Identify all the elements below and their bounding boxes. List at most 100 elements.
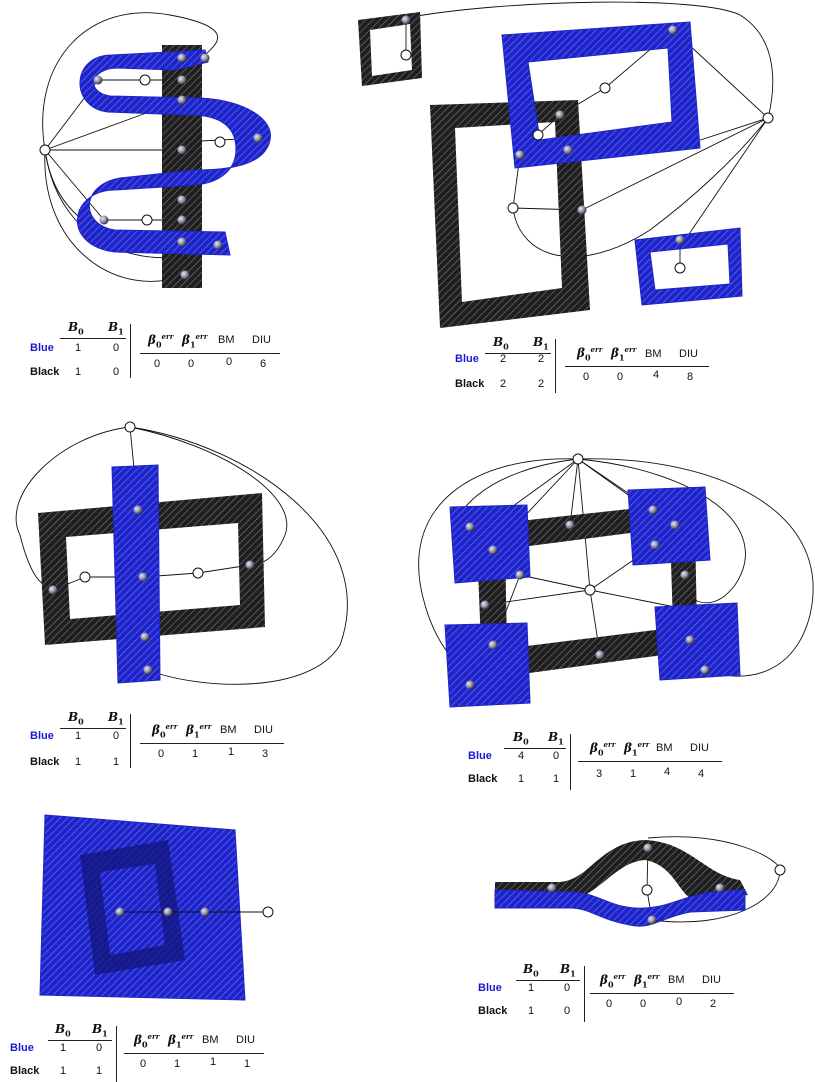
metrics-table-4: B0 B1 Blue 4 0 Black 1 1 β0err β1err BM …	[468, 730, 728, 790]
black-b1-value: 2	[538, 378, 544, 390]
beta0-err-value: 0	[140, 1058, 146, 1070]
blue-b0-value: 1	[60, 1042, 66, 1054]
beta0-err-value: 0	[583, 371, 589, 383]
row-label-black: Black	[468, 773, 497, 785]
table-divider	[130, 714, 131, 768]
header-beta0-err: β0err	[134, 1032, 159, 1049]
header-b0: B0	[55, 1022, 71, 1038]
black-b1-value: 1	[113, 756, 119, 768]
bm-value: 4	[653, 369, 659, 381]
diu-value: 1	[244, 1058, 250, 1070]
diu-value: 3	[262, 748, 268, 760]
header-b0: B0	[513, 730, 529, 746]
background-nodes	[263, 907, 273, 917]
panel-1-figure	[0, 0, 400, 300]
table-rule	[578, 761, 722, 762]
black-b0-value: 1	[60, 1065, 66, 1077]
header-bm: BM	[645, 348, 662, 360]
header-bm: BM	[656, 742, 673, 754]
bm-value: 4	[664, 766, 670, 778]
table-rule	[516, 980, 580, 981]
header-b0: B0	[523, 962, 539, 978]
row-label-blue: Blue	[30, 342, 54, 354]
table-rule	[140, 743, 284, 744]
header-diu: DIU	[236, 1034, 255, 1046]
header-beta0-err: β0err	[600, 972, 625, 989]
header-bm: BM	[218, 334, 235, 346]
blue-b0-value: 2	[500, 353, 506, 365]
header-beta0-err: β0err	[148, 332, 173, 349]
panel-5-figure	[0, 800, 320, 1000]
header-beta0-err: β0err	[152, 722, 177, 739]
row-label-blue: Blue	[478, 982, 502, 994]
panel-6-figure	[480, 820, 810, 940]
header-b1: B1	[108, 320, 124, 336]
black-region-large	[430, 100, 590, 328]
header-diu: DIU	[252, 334, 271, 346]
header-diu: DIU	[702, 974, 721, 986]
black-b0-value: 1	[75, 366, 81, 378]
table-rule	[48, 1040, 112, 1041]
blue-b1-value: 0	[113, 730, 119, 742]
blue-region	[112, 465, 160, 683]
beta0-err-value: 0	[158, 748, 164, 760]
diagram-panel-5	[0, 800, 320, 1000]
blue-b1-value: 0	[96, 1042, 102, 1054]
blue-b0-value: 1	[75, 342, 81, 354]
black-b0-value: 1	[528, 1005, 534, 1017]
diu-value: 2	[710, 998, 716, 1010]
row-label-blue: Blue	[455, 353, 479, 365]
table-divider	[555, 339, 556, 393]
blue-b0-value: 1	[75, 730, 81, 742]
metrics-table-3: B0 B1 Blue 1 0 Black 1 1 β0err β1err BM …	[30, 710, 290, 770]
header-b0: B0	[68, 710, 84, 726]
row-label-blue: Blue	[30, 730, 54, 742]
blue-region-large	[502, 22, 700, 168]
beta1-err-value: 0	[640, 998, 646, 1010]
header-b1: B1	[533, 335, 549, 351]
black-region-small	[358, 12, 422, 86]
diu-value: 6	[260, 358, 266, 370]
beta1-err-value: 1	[192, 748, 198, 760]
diu-value: 8	[687, 371, 693, 383]
blue-region-bottom-left	[445, 623, 530, 707]
blue-b1-value: 0	[553, 750, 559, 762]
header-bm: BM	[220, 724, 237, 736]
metrics-table-6: B0 B1 Blue 1 0 Black 1 0 β0err β1err BM …	[478, 962, 738, 1022]
header-b1: B1	[560, 962, 576, 978]
blue-region-small	[635, 228, 742, 305]
blue-b1-value: 2	[538, 353, 544, 365]
black-b0-value: 1	[75, 756, 81, 768]
black-b1-value: 0	[113, 366, 119, 378]
header-bm: BM	[202, 1034, 219, 1046]
table-rule	[140, 353, 280, 354]
header-beta1-err: β1err	[186, 722, 211, 739]
table-rule	[60, 338, 126, 339]
table-divider	[116, 1026, 117, 1082]
black-b1-value: 1	[553, 773, 559, 785]
beta1-err-value: 0	[617, 371, 623, 383]
row-label-black: Black	[30, 756, 59, 768]
black-b1-value: 1	[96, 1065, 102, 1077]
table-rule	[590, 993, 734, 994]
panel-4-figure	[415, 445, 815, 725]
blue-b1-value: 0	[564, 982, 570, 994]
metrics-table-5: B0 B1 Blue 1 0 Black 1 1 β0err β1err BM …	[10, 1022, 270, 1082]
header-beta1-err: β1err	[624, 740, 649, 757]
header-diu: DIU	[690, 742, 709, 754]
header-diu: DIU	[679, 348, 698, 360]
table-rule	[504, 748, 566, 749]
bm-value: 0	[676, 996, 682, 1008]
black-b0-value: 2	[500, 378, 506, 390]
row-label-blue: Blue	[10, 1042, 34, 1054]
header-b1: B1	[548, 730, 564, 746]
row-label-black: Black	[478, 1005, 507, 1017]
row-label-blue: Blue	[468, 750, 492, 762]
blue-b0-value: 1	[528, 982, 534, 994]
header-b1: B1	[92, 1022, 108, 1038]
table-rule	[124, 1053, 264, 1054]
beta1-err-value: 1	[630, 768, 636, 780]
blue-region	[40, 815, 245, 1000]
blue-region-top-right	[628, 487, 710, 565]
beta0-err-value: 0	[606, 998, 612, 1010]
